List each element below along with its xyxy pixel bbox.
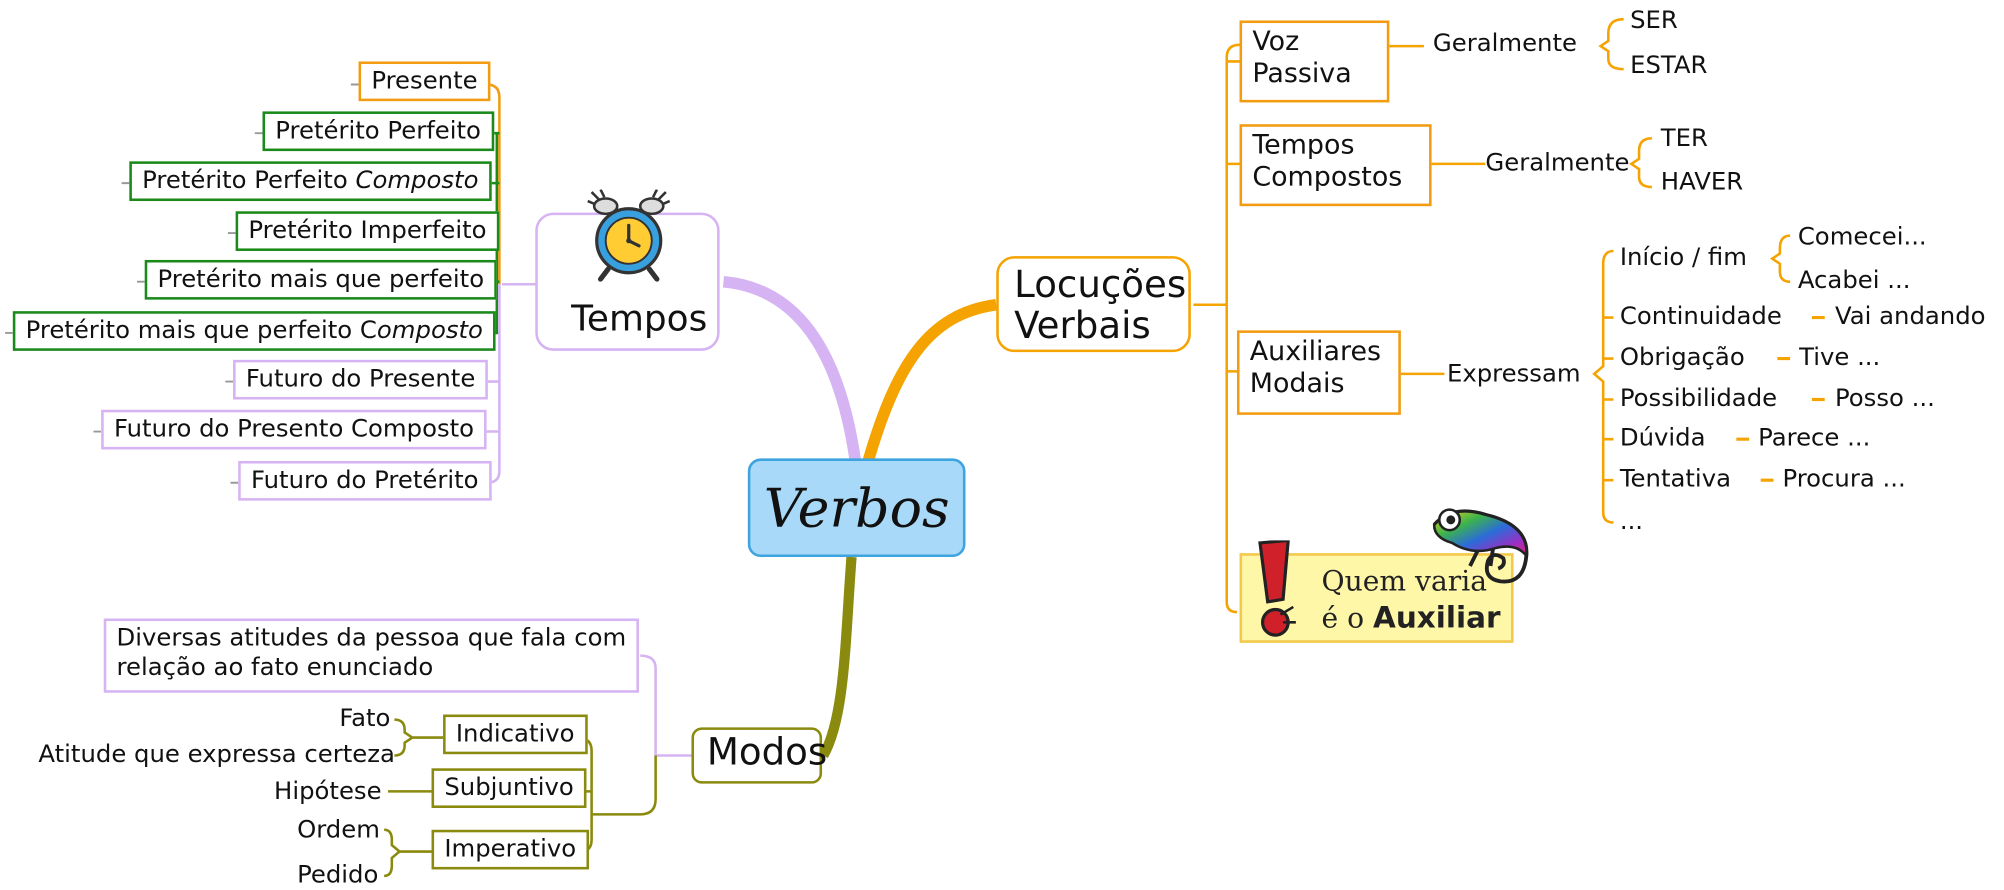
tempos-compostos-ter: TER [1660,124,1708,153]
tempos-title: Tempos [571,297,708,340]
voz-passiva-ser: SER [1630,6,1678,35]
center-node[interactable]: Verbos [747,458,966,558]
callout-line2-prefix: é o [1321,603,1374,636]
modal-continuidade: Continuidade [1619,302,1782,331]
modal-tentativa-example: Procura ... [1782,464,1906,493]
alarm-clock-icon [586,188,671,282]
voz-passiva-connector: Geralmente [1432,29,1577,58]
modal-obrigacao: Obrigação [1619,343,1745,372]
tempos-compostos-haver: HAVER [1660,167,1744,196]
subjuntivo-hipotese: Hipótese [274,777,382,806]
imperativo-pedido: Pedido [297,860,379,889]
tempos-compostos-connector: Geralmente [1485,148,1630,177]
modo-imperativo[interactable]: Imperativo [431,829,589,870]
inicio-fim-example-comecei: Comecei... [1797,222,1927,251]
tempo-futuro-preterito[interactable]: Futuro do Pretérito [238,460,492,501]
modo-indicativo[interactable]: Indicativo [443,714,588,754]
tempo-preterito-imperfeito[interactable]: Pretérito Imperfeito [235,211,500,251]
indicativo-fato: Fato [339,704,391,733]
auxiliares-modais-line2: Modais [1249,367,1345,399]
tempos-compostos-line2: Compostos [1252,161,1403,193]
voz-passiva-line1: Voz [1252,25,1300,57]
tempo-mais-que-perfeito-composto[interactable]: Pretérito mais que perfeito Composto [12,311,496,351]
indicativo-certeza: Atitude que expressa certeza [38,740,395,769]
modo-subjuntivo[interactable]: Subjuntivo [431,768,587,808]
tempo-mais-que-perfeito[interactable]: Pretérito mais que perfeito [144,259,497,300]
inicio-fim-label: Início / fim [1619,243,1747,272]
voz-passiva-estar: ESTAR [1630,51,1708,80]
modal-continuidade-example: Vai andando [1834,302,1986,331]
modal-obrigacao-example: Tive ... [1799,343,1881,372]
tempos-compostos-line1: Tempos [1252,129,1355,161]
locucoes-title-line1: Locuções [1014,262,1187,307]
locucoes-title-line2: Verbais [1014,303,1151,347]
modal-possibilidade: Possibilidade [1619,384,1778,413]
auxiliares-connector: Expressam [1446,359,1581,388]
tempo-mais-que-perfeito-composto-italic: omposto [376,316,483,345]
modos-description[interactable]: Diversas atitudes da pessoa que fala com… [103,618,639,693]
chameleon-icon [1426,505,1534,590]
modal-tentativa: Tentativa [1619,464,1732,493]
imperativo-ordem: Ordem [297,815,380,844]
callout-line1: Quem varia [1321,565,1488,598]
tempo-preterito-perfeito-composto[interactable]: Pretérito Perfeito Composto [129,161,492,201]
modal-more: ... [1619,507,1644,536]
modos-node[interactable]: Modos [691,727,827,784]
auxiliares-modais-node[interactable]: Auxiliares Modais [1236,330,1401,415]
tempos-compostos-node[interactable]: Tempos Compostos [1239,124,1432,207]
modal-duvida-example: Parece ... [1758,423,1871,453]
auxiliares-modais-line1: Auxiliares [1249,335,1382,367]
tempo-preterito-perfeito[interactable]: Pretérito Perfeito [262,111,494,151]
tempo-presente[interactable]: Presente [358,61,491,101]
voz-passiva-node[interactable]: Voz Passiva [1239,20,1390,103]
tempos-node[interactable]: Tempos [535,188,720,351]
callout-line2: é o Auxiliar [1321,602,1500,635]
tempo-preterito-perfeito-composto-label: Pretérito Perfeito [142,166,356,195]
tempo-futuro-presente[interactable]: Futuro do Presente [233,359,489,400]
inicio-fim-example-acabei: Acabei ... [1797,266,1911,295]
modal-possibilidade-example: Posso ... [1834,384,1935,413]
callout-line2-bold: Auxiliar [1373,601,1501,636]
exclamation-icon [1250,538,1301,642]
locucoes-node[interactable]: Locuções Verbais [996,256,1191,353]
tempo-futuro-presente-composto[interactable]: Futuro do Presento Composto [101,409,487,450]
callout-quem-varia: Quem varia é o Auxiliar [1239,538,1514,643]
voz-passiva-line2: Passiva [1252,57,1352,89]
tempo-mais-que-perfeito-composto-label: Pretérito mais que perfeito C [25,316,377,345]
modal-duvida: Dúvida [1619,423,1706,453]
tempo-preterito-perfeito-composto-italic: Composto [355,166,479,195]
